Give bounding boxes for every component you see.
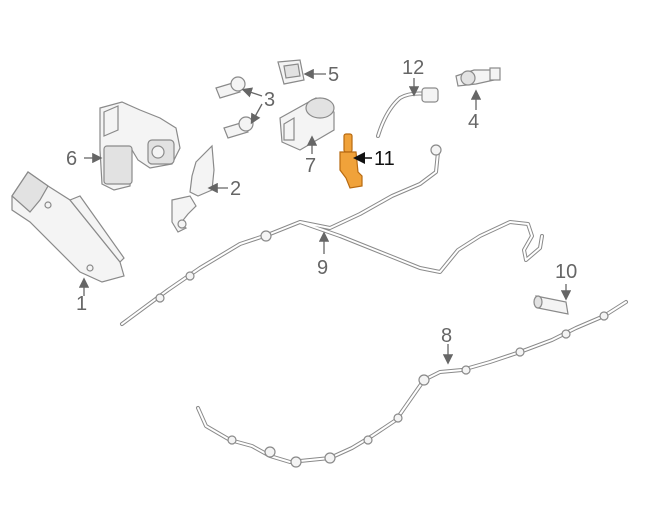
callout-6: 6 [66,148,77,170]
part-3-bolts [215,76,254,139]
callout-9: 9 [317,257,328,279]
part-11-sensor-highlighted [339,133,363,189]
part-12-hose [376,87,439,138]
part-9-line [120,144,544,326]
leader-3a [241,87,263,98]
callout-5: 5 [328,64,339,86]
callout-2: 2 [230,178,241,200]
leader-3b [250,103,263,125]
part-8-line [196,300,628,468]
callout-7: 7 [305,155,316,177]
callout-1: 1 [76,293,87,315]
part-5-clip [277,59,305,85]
part-6-valve-assembly [99,101,181,191]
part-7-canister [279,97,335,151]
callout-11: 11 [374,148,395,170]
callout-3: 3 [264,89,275,111]
callout-12: 12 [402,57,424,79]
part-1-module [11,171,125,283]
part-2-bracket [171,144,215,233]
callout-4: 4 [468,111,479,133]
part-4-fitting [455,67,501,87]
callout-8: 8 [441,325,452,347]
callout-10: 10 [555,261,577,283]
part-10-connector [533,295,569,315]
